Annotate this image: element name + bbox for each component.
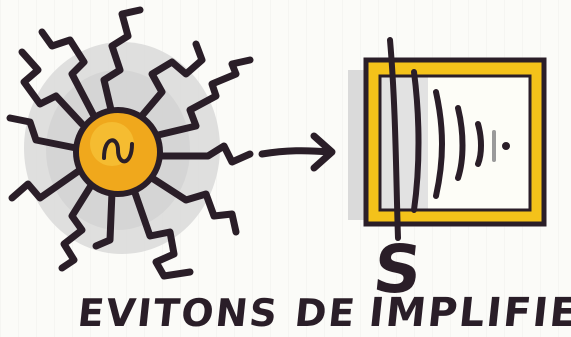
caption-word-de: DE xyxy=(292,291,359,335)
caption-word-simplifier: SIMPLIFIER xyxy=(367,231,571,336)
caption-initial-s: S xyxy=(370,231,428,308)
simplified-frame-icon xyxy=(348,37,547,241)
complex-sun-icon xyxy=(6,6,254,280)
caption-word-evitons: EVITONS xyxy=(75,291,282,335)
arrow-right-icon xyxy=(258,132,336,172)
caption: EVITONS DE SIMPLIFIER xyxy=(75,231,571,336)
